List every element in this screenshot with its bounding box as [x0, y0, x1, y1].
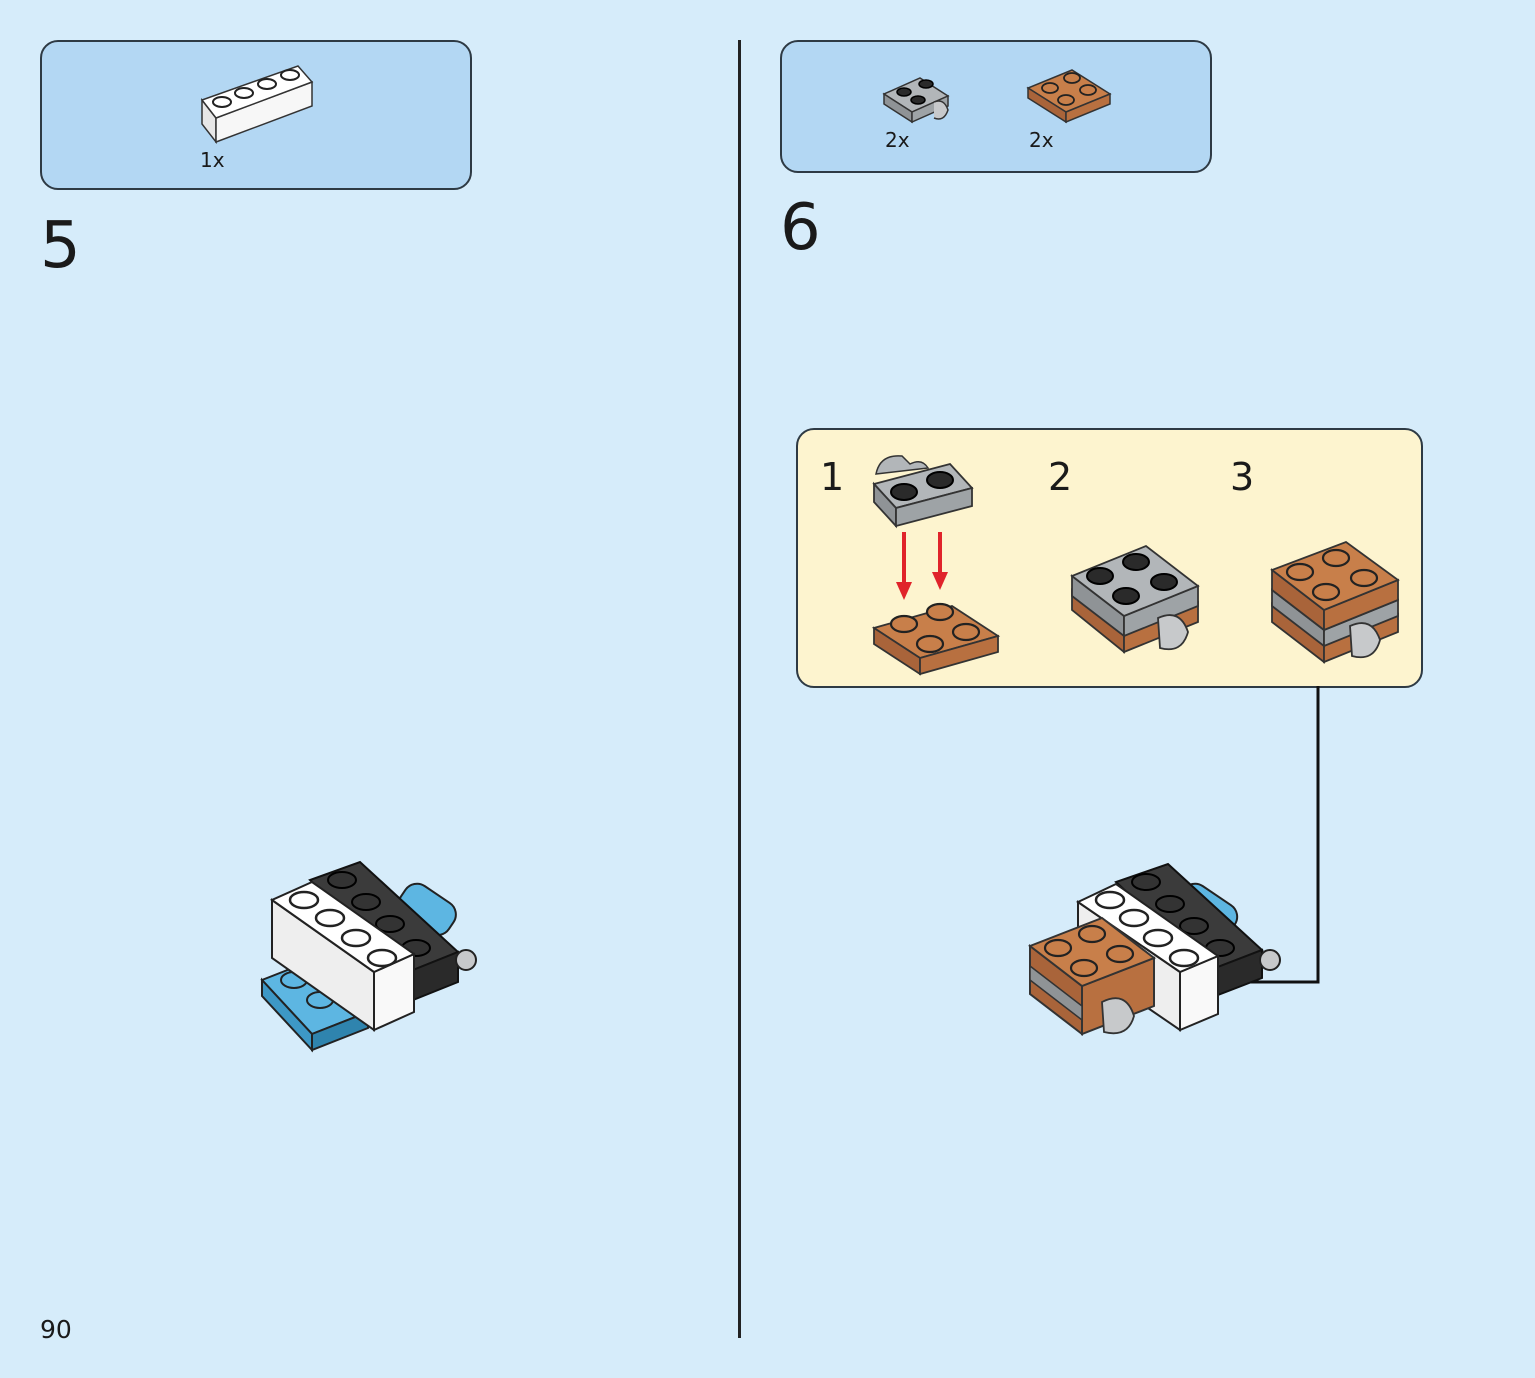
substep-1-illustration — [871, 455, 1001, 676]
part-quantity: 1x — [200, 148, 225, 172]
gray-clip-plate-icon — [882, 77, 950, 124]
substep-number: 3 — [1230, 455, 1255, 499]
substep-number: 2 — [1048, 455, 1073, 499]
page-number: 90 — [40, 1315, 72, 1344]
step-number: 6 — [780, 191, 821, 265]
part-quantity: 2x — [885, 128, 910, 152]
substep-number: 1 — [820, 455, 845, 499]
part-quantity: 2x — [1029, 128, 1054, 152]
white-brick-1x4-icon — [200, 65, 314, 145]
page-divider — [738, 40, 741, 1338]
step-6-model-illustration — [1027, 862, 1281, 1037]
step-number: 5 — [40, 209, 81, 283]
brown-plate-2x2-icon — [1026, 69, 1112, 124]
parts-list-step-6: 2x 2x — [780, 40, 1212, 173]
substep-2-illustration — [1070, 544, 1200, 654]
step-5-model-illustration — [260, 860, 477, 1053]
subassembly-callout: 1 2 3 — [796, 428, 1423, 688]
parts-list-step-5: 1x — [40, 40, 472, 190]
substep-3-illustration — [1270, 540, 1400, 664]
